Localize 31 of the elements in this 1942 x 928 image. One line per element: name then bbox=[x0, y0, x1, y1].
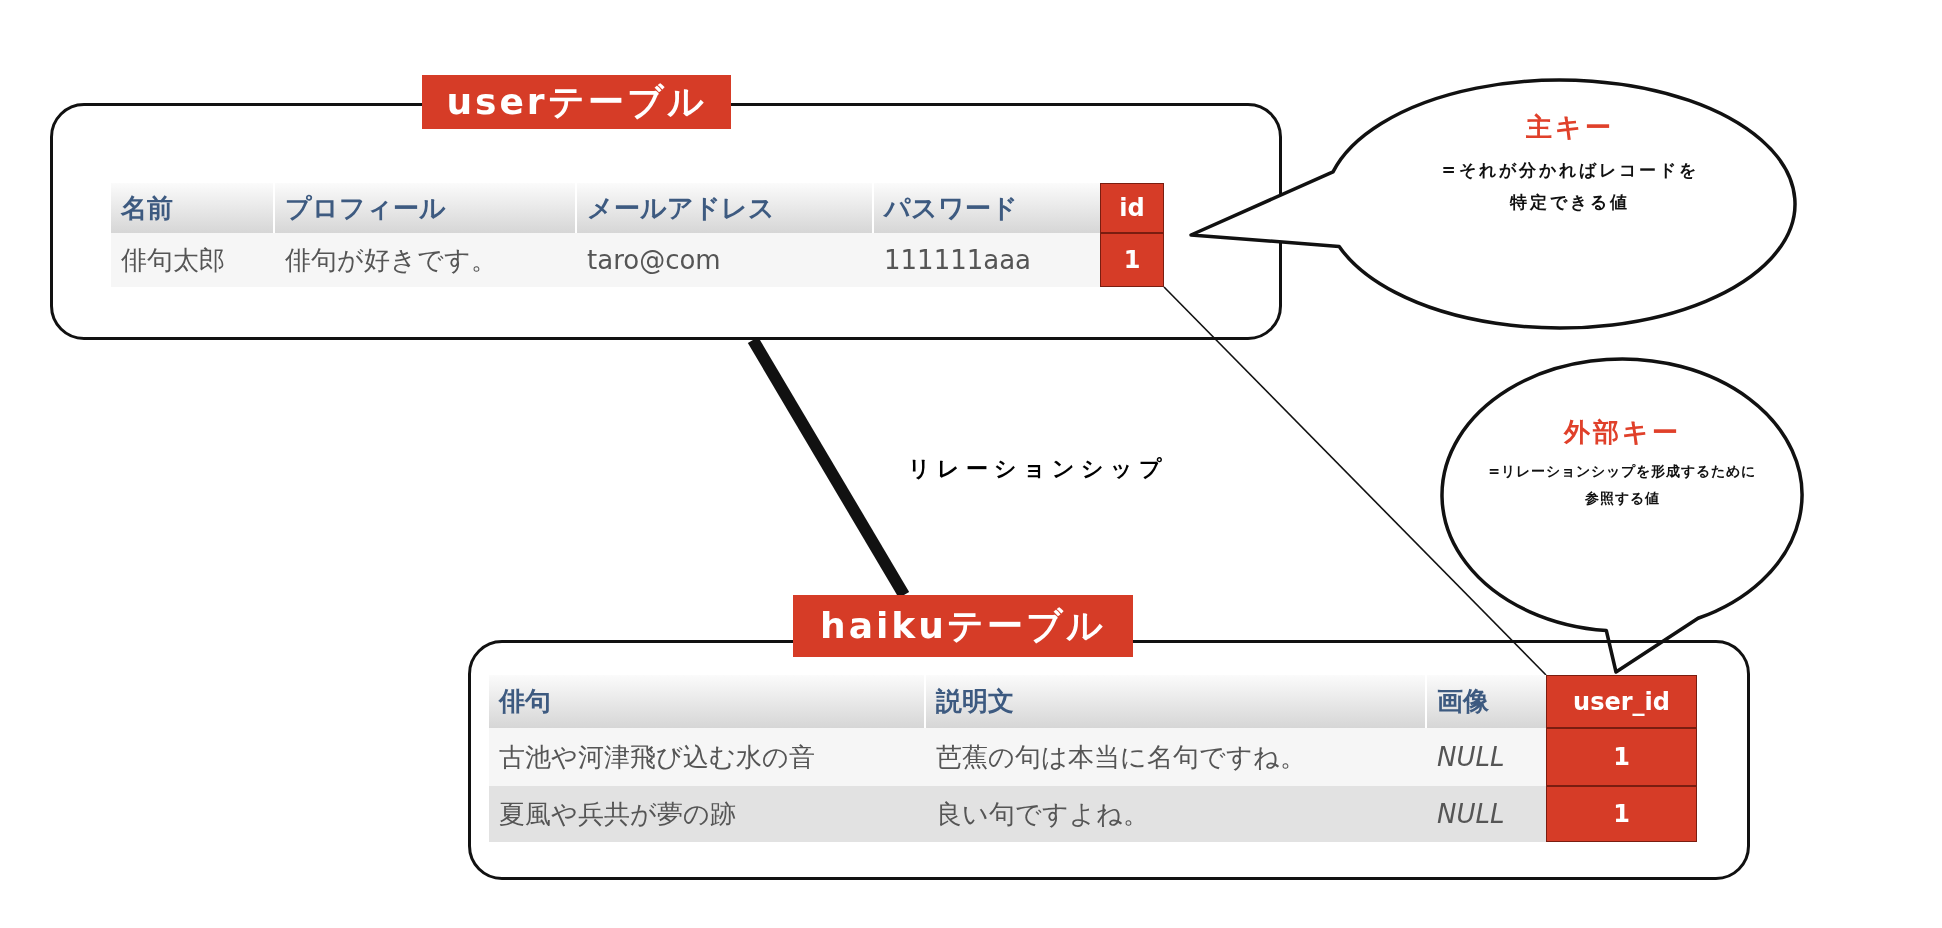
column-header: 画像 bbox=[1427, 675, 1546, 728]
table-cell: 1 bbox=[1546, 728, 1697, 786]
key-column bbox=[1546, 675, 1697, 842]
column-header: 名前 bbox=[111, 183, 273, 233]
table-cell: 1 bbox=[1100, 233, 1164, 287]
table-cell: NULL bbox=[1427, 786, 1546, 842]
key-column bbox=[1100, 183, 1164, 287]
callout-title: 主キー bbox=[1525, 111, 1615, 144]
callout-text: =リレーションシップを形成するために参照する値 bbox=[1487, 462, 1757, 508]
column-header: パスワード bbox=[874, 183, 1100, 233]
column-header: プロフィール bbox=[275, 183, 575, 233]
table-title: userテーブル bbox=[422, 75, 731, 129]
table-title: haikuテーブル bbox=[793, 595, 1133, 657]
table-cell: 1 bbox=[1546, 786, 1697, 842]
column-header: 説明文 bbox=[926, 675, 1425, 728]
column-header: メールアドレス bbox=[577, 183, 872, 233]
column-header: id bbox=[1100, 183, 1164, 233]
table-cell: 111111aaa bbox=[874, 233, 1100, 287]
table-cell: 古池や河津飛び込む水の音 bbox=[489, 728, 926, 786]
connector-line bbox=[1163, 286, 1547, 676]
table-cell: 俳句太郎 bbox=[111, 233, 275, 287]
table-cell: 良い句ですよね。 bbox=[926, 786, 1427, 842]
column-header: user_id bbox=[1546, 675, 1697, 728]
table-cell: NULL bbox=[1427, 728, 1546, 786]
callout-text: =それが分かればレコードを特定できる値 bbox=[1440, 159, 1700, 215]
table-cell: taro@com bbox=[577, 233, 874, 287]
table-cell: 俳句が好きです。 bbox=[275, 233, 577, 287]
table-cell: 夏風や兵共が夢の跡 bbox=[489, 786, 926, 842]
table-cell: 芭蕉の句は本当に名句ですね。 bbox=[926, 728, 1427, 786]
callout-title: 外部キー bbox=[1562, 416, 1682, 449]
column-header: 俳句 bbox=[489, 675, 924, 728]
